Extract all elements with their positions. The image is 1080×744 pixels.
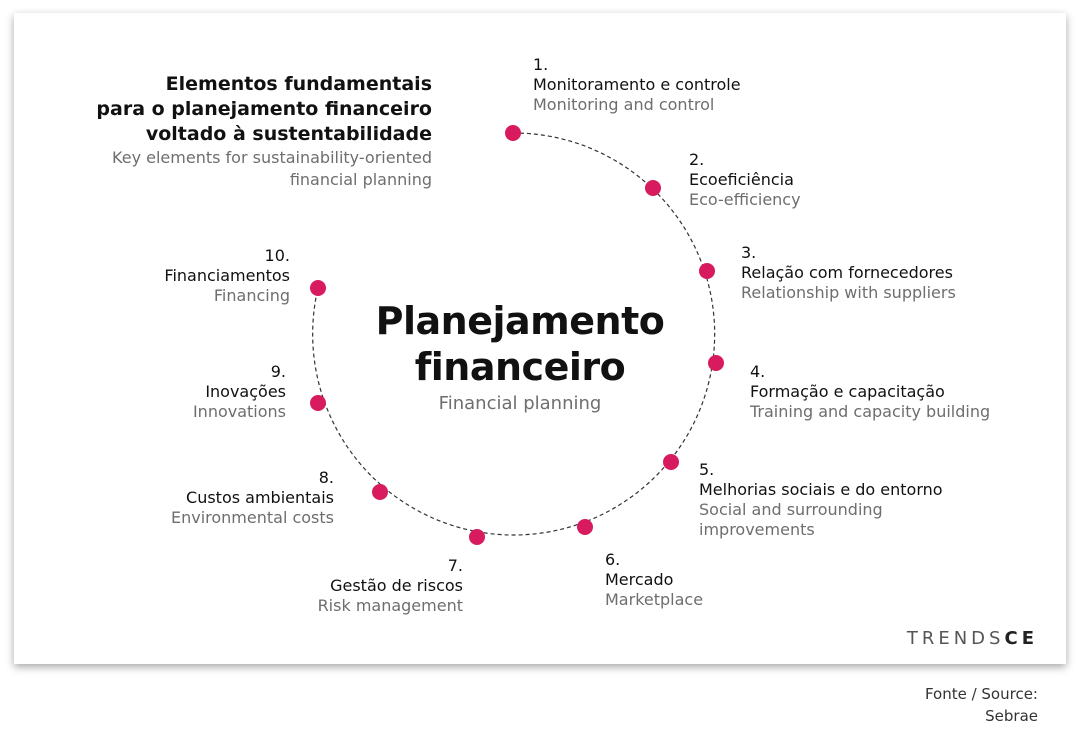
center-label: Planejamento financeiro Financial planni… <box>330 298 710 416</box>
element-10-dot <box>310 280 326 296</box>
element-6-label: Mercado <box>605 570 674 589</box>
title-pt-line-3: voltado à sustentabilidade <box>145 123 432 145</box>
element-8-number: 8. <box>318 468 334 487</box>
element-4-dot <box>708 355 724 371</box>
element-1-dot <box>505 125 521 141</box>
element-3-translation: Relationship with suppliers <box>741 283 956 302</box>
element-9-translation: Innovations <box>192 402 286 421</box>
element-5-translation-line-2: improvements <box>699 520 815 539</box>
center-title-line-2: financeiro <box>414 345 626 389</box>
element-8-translation: Environmental costs <box>170 508 334 527</box>
element-7-number: 7. <box>447 556 463 575</box>
element-3: 3. Relação com fornecedores Relationship… <box>741 243 956 303</box>
element-4: 4. Formação e capacitação Training and c… <box>750 362 990 422</box>
title-en-line-1: Key elements for sustainability-oriented <box>112 148 432 167</box>
element-9: 9. Inovações Innovations <box>193 362 286 422</box>
logo-bold: CE <box>1004 628 1038 649</box>
element-3-dot <box>699 263 715 279</box>
title-pt-line-2: para o planejamento financeiro <box>96 98 432 120</box>
element-5: 5. Melhorias sociais e do entorno Social… <box>699 460 943 540</box>
element-1-number: 1. <box>533 55 549 74</box>
element-7: 7. Gestão de riscos Risk management <box>318 556 463 616</box>
center-title-line-1: Planejamento <box>375 299 665 343</box>
element-6-dot <box>577 519 593 535</box>
element-2: 2. Ecoeficiência Eco-efficiency <box>689 150 801 210</box>
source-note: Fonte / Source: Sebrae <box>925 683 1038 727</box>
trendsce-logo: TRENDSCE <box>907 628 1038 649</box>
element-2-number: 2. <box>689 150 705 169</box>
element-4-translation: Training and capacity building <box>750 402 991 421</box>
element-10-number: 10. <box>264 246 290 265</box>
element-9-dot <box>310 395 326 411</box>
infographic-card <box>14 13 1066 664</box>
element-2-dot <box>645 180 661 196</box>
element-1: 1. Monitoramento e controle Monitoring a… <box>533 55 741 115</box>
element-3-label: Relação com fornecedores <box>741 263 953 282</box>
element-10-label: Financiamentos <box>164 266 290 285</box>
element-6-number: 6. <box>605 550 621 569</box>
element-5-translation-line-1: Social and surrounding <box>699 500 883 519</box>
element-8: 8. Custos ambientais Environmental costs <box>171 468 334 528</box>
title-en-line-2: financial planning <box>289 170 432 189</box>
element-2-translation: Eco-efficiency <box>689 190 801 209</box>
element-7-translation: Risk management <box>317 596 463 615</box>
diagram-title: Elementos fundamentais para o planejamen… <box>96 72 432 191</box>
element-7-label: Gestão de riscos <box>330 576 463 595</box>
element-3-number: 3. <box>741 243 757 262</box>
element-5-dot <box>663 454 679 470</box>
element-1-label: Monitoramento e controle <box>533 75 741 94</box>
element-4-number: 4. <box>750 362 766 381</box>
element-6-translation: Marketplace <box>605 590 704 609</box>
element-5-label: Melhorias sociais e do entorno <box>699 480 943 499</box>
element-1-translation: Monitoring and control <box>533 95 715 114</box>
center-subtitle: Financial planning <box>438 393 602 414</box>
logo-light: TRENDS <box>906 628 1005 649</box>
element-9-number: 9. <box>270 362 286 381</box>
element-2-label: Ecoeficiência <box>689 170 794 189</box>
element-6: 6. Mercado Marketplace <box>605 550 703 610</box>
element-5-number: 5. <box>699 460 715 479</box>
element-8-dot <box>372 484 388 500</box>
source-value: Sebrae <box>985 707 1038 725</box>
element-8-label: Custos ambientais <box>186 488 334 507</box>
element-10-translation: Financing <box>213 286 290 305</box>
element-9-label: Inovações <box>205 382 286 401</box>
element-4-label: Formação e capacitação <box>750 382 945 401</box>
source-label: Fonte / Source: <box>924 685 1038 703</box>
title-pt-line-1: Elementos fundamentais <box>165 73 432 95</box>
element-7-dot <box>469 529 485 545</box>
element-10: 10. Financiamentos Financing <box>164 246 290 306</box>
